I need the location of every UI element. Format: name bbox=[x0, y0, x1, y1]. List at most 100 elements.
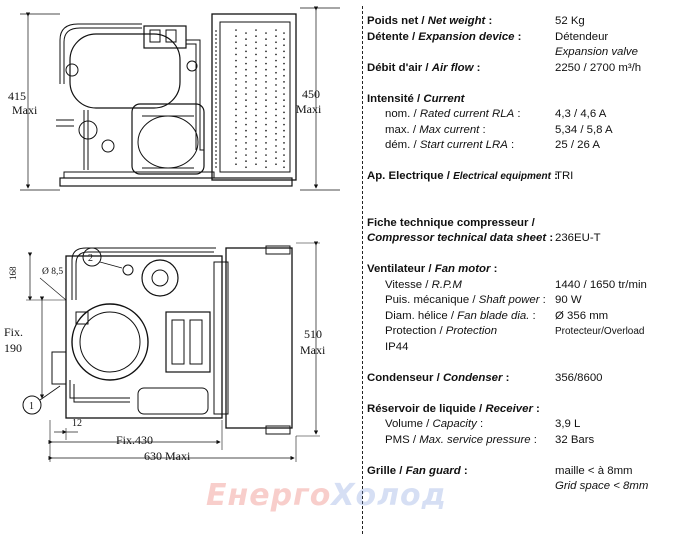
dim-12: 12 bbox=[72, 418, 82, 429]
expansion-label-fr: Détente / bbox=[367, 30, 419, 43]
current-nom-value: 4,3 / 4,6 A bbox=[555, 108, 607, 120]
dim-510-value: 510 bbox=[304, 327, 322, 341]
fan-diameter-label-en: Fan blade dia. bbox=[457, 309, 530, 322]
current-start-colon: : bbox=[507, 139, 515, 151]
spec-row-fan-header: Ventilateur / Fan motor : bbox=[367, 262, 697, 278]
expansion-colon: : bbox=[514, 30, 522, 43]
current-max-label-fr: max. / bbox=[385, 123, 420, 136]
spec-row-receiver-header: Réservoir de liquide / Receiver : bbox=[367, 402, 697, 418]
spec-row-expansion-en: Expansion valve bbox=[367, 45, 697, 61]
receiver-volume-label-fr: Volume / bbox=[385, 418, 433, 430]
condenser-value: 356/8600 bbox=[555, 371, 603, 384]
dim-415-value: 415 bbox=[8, 89, 26, 103]
spec-row-receiver-pressure: PMS / Max. service pressure : 32 Bars bbox=[367, 433, 697, 449]
current-label-fr: Intensité / bbox=[367, 92, 424, 105]
receiver-volume-value: 3,9 L bbox=[555, 418, 581, 430]
spec-row-electric: Ap. Electrique / Electrical equipment : … bbox=[367, 169, 697, 185]
weight-label-fr: Poids net / bbox=[367, 15, 428, 27]
spec-row-datasheet-en: Compressor technical data sheet : 236EU-… bbox=[367, 231, 697, 247]
current-nom-label-en: Rated current RLA bbox=[419, 108, 515, 120]
spec-row-condenser: Condenseur / Condenser : 356/8600 bbox=[367, 371, 697, 387]
spec-row-fan-diameter: Diam. hélice / Fan blade dia. : Ø 356 mm bbox=[367, 309, 697, 325]
condenser-label-en: Condenser bbox=[442, 371, 503, 384]
fan-rpm-label-en: R.P.M bbox=[431, 278, 462, 291]
current-label-en: Current bbox=[423, 92, 465, 105]
airflow-colon: : bbox=[473, 61, 481, 74]
electric-label-en: Electrical equipment bbox=[453, 171, 551, 182]
electric-colon: : bbox=[550, 170, 558, 182]
spec-row-expansion: Détente / Expansion device : Détendeur bbox=[367, 30, 697, 46]
unit-drawing-svg: 415 Maxi 450 Maxi 168 Ø 8,5 2 1 Fix. 190… bbox=[4, 6, 340, 463]
fan-protection-label-en: Protection bbox=[445, 325, 498, 337]
fan-ip-rating: IP44 bbox=[385, 340, 409, 353]
current-nom-label-fr: nom. / bbox=[385, 108, 420, 120]
fan-power-label-fr: Puis. mécanique / bbox=[385, 294, 479, 306]
weight-value: 52 Kg bbox=[555, 15, 585, 27]
dim-510-maxi: Maxi bbox=[300, 343, 326, 357]
spec-row-current-max: max. / Max current : 5,34 / 5,8 A bbox=[367, 123, 697, 139]
fan-colon: : bbox=[490, 263, 498, 275]
spec-row-current-start: dém. / Start current LRA : 25 / 26 A bbox=[367, 138, 697, 154]
condenser-label-fr: Condenseur / bbox=[367, 371, 443, 384]
electric-label-fr: Ap. Electrique / bbox=[367, 170, 454, 182]
fan-protection-value: Protecteur/Overload bbox=[555, 326, 645, 337]
receiver-label-fr: Réservoir de liquide / bbox=[367, 402, 486, 415]
fan-diameter-label-fr: Diam. hélice / bbox=[385, 309, 458, 322]
dim-450-value: 450 bbox=[302, 87, 320, 101]
datasheet-value: 236EU-T bbox=[555, 232, 601, 244]
datasheet-label-fr: Fiche technique compresseur / bbox=[367, 216, 535, 229]
watermark-part-1: Енерго bbox=[206, 478, 332, 513]
receiver-volume-label-en: Capacity bbox=[432, 418, 477, 430]
technical-drawing: 415 Maxi 450 Maxi 168 Ø 8,5 2 1 Fix. 190… bbox=[4, 6, 340, 463]
receiver-volume-colon: : bbox=[476, 418, 484, 430]
dim-fix-190-value: 190 bbox=[4, 341, 22, 355]
electric-value: TRI bbox=[555, 170, 574, 182]
receiver-colon: : bbox=[532, 402, 540, 415]
receiver-pressure-value: 32 Bars bbox=[555, 433, 595, 446]
spec-row-fan-power: Puis. mécanique / Shaft power : 90 W bbox=[367, 293, 697, 309]
spec-row-current-nom: nom. / Rated current RLA : 4,3 / 4,6 A bbox=[367, 107, 697, 123]
column-divider bbox=[362, 6, 363, 534]
dim-fix-430: Fix.430 bbox=[116, 433, 153, 447]
fan-rpm-value: 1440 / 1650 tr/min bbox=[555, 278, 647, 291]
spec-row-guard: Grille / Fan guard : maille < à 8mm bbox=[367, 464, 697, 480]
current-max-value: 5,34 / 5,8 A bbox=[555, 123, 613, 136]
spec-row-weight: Poids net / Net weight : 52 Kg bbox=[367, 14, 697, 30]
fan-power-colon: : bbox=[539, 294, 546, 306]
current-nom-colon: : bbox=[514, 108, 521, 120]
expansion-label-en: Expansion device bbox=[418, 30, 515, 43]
spec-row-airflow: Débit d'air / Air flow : 2250 / 2700 m³/… bbox=[367, 61, 697, 77]
current-max-colon: : bbox=[479, 123, 486, 136]
airflow-label-en: Air flow bbox=[431, 61, 474, 74]
callout-1-label: 1 bbox=[29, 401, 34, 412]
specifications-table: Poids net / Net weight : 52 Kg Détente /… bbox=[367, 14, 697, 495]
guard-label-fr: Grille / bbox=[367, 464, 406, 477]
weight-label-en: Net weight bbox=[427, 15, 486, 27]
fan-protection-label-fr: Protection / bbox=[385, 325, 446, 337]
receiver-pressure-colon: : bbox=[530, 433, 537, 446]
hole-diameter: Ø 8,5 bbox=[42, 267, 63, 277]
dim-450-maxi: Maxi bbox=[296, 102, 322, 116]
current-start-value: 25 / 26 A bbox=[555, 139, 600, 151]
airflow-value: 2250 / 2700 m³/h bbox=[555, 61, 642, 74]
receiver-label-en: Receiver bbox=[485, 402, 533, 415]
current-start-label-en: Start current LRA bbox=[419, 139, 508, 151]
expansion-value: Détendeur bbox=[555, 30, 609, 43]
fan-label-en: Fan motor bbox=[434, 263, 491, 275]
guard-colon: : bbox=[460, 464, 468, 477]
expansion-value-en: Expansion valve bbox=[555, 46, 638, 58]
watermark-part-2: Холод bbox=[331, 478, 447, 513]
fan-diameter-value: Ø 356 mm bbox=[555, 309, 609, 322]
weight-colon: : bbox=[485, 15, 493, 27]
datasheet-label-en: Compressor technical data sheet bbox=[367, 232, 547, 244]
fan-label-fr: Ventilateur / bbox=[367, 263, 435, 275]
current-start-label-fr: dém. / bbox=[385, 139, 420, 151]
current-max-label-en: Max current bbox=[419, 123, 480, 136]
fan-power-label-en: Shaft power bbox=[478, 294, 540, 306]
condenser-colon: : bbox=[502, 371, 510, 384]
guard-value-en: Grid space < 8mm bbox=[555, 480, 649, 492]
fan-diameter-colon: : bbox=[529, 309, 536, 322]
airflow-label-fr: Débit d'air / bbox=[367, 61, 432, 74]
watermark: ЕнергоХолод bbox=[206, 478, 447, 513]
fan-power-value: 90 W bbox=[555, 294, 582, 306]
